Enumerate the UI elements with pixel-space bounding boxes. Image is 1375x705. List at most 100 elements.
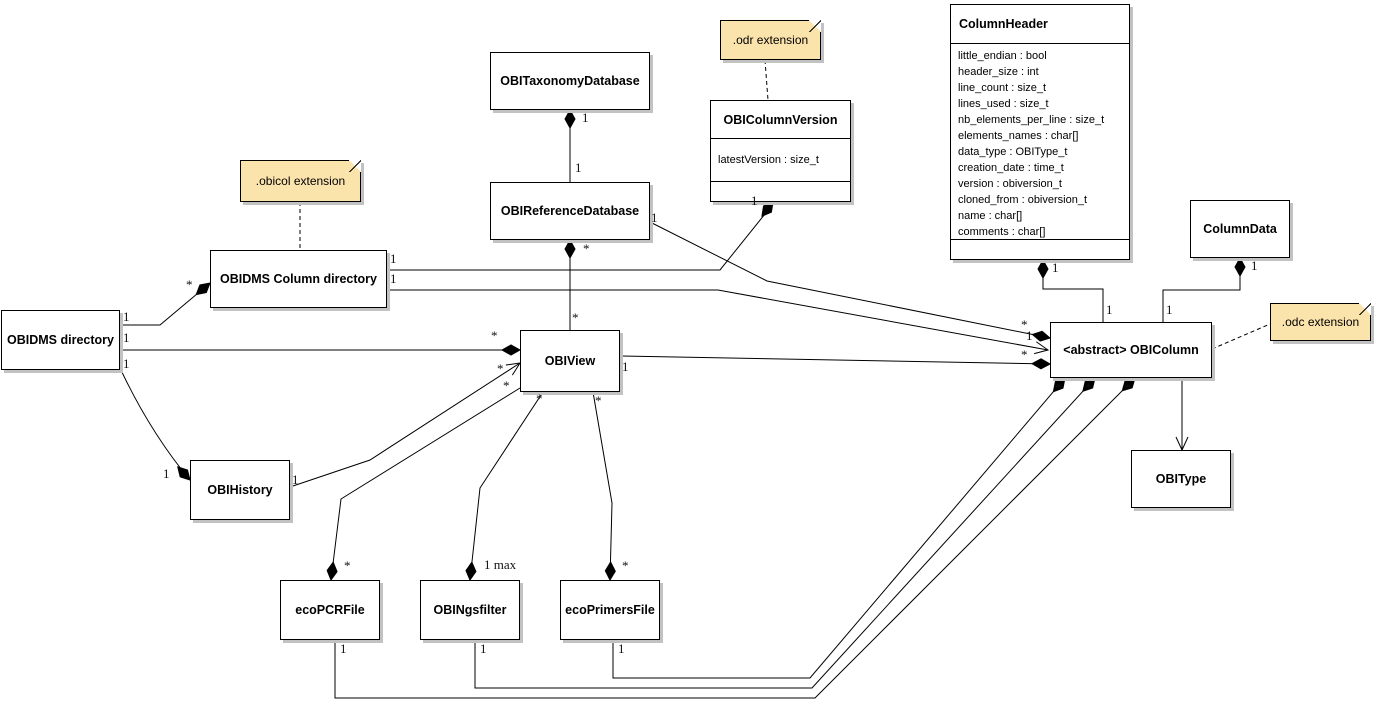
multiplicity-label: * — [344, 558, 351, 573]
attribute: lines_used : size_t — [958, 98, 1049, 110]
class-title: <abstract> OBIColumn — [1063, 343, 1199, 357]
multiplicity-label: 1 — [163, 466, 170, 481]
class-title: OBIColumnVersion — [723, 112, 838, 127]
multiplicity-label: * — [491, 328, 498, 343]
note-text: .odr extension — [732, 33, 809, 47]
multiplicity-label: * — [595, 393, 602, 408]
multiplicity-label: 1 — [390, 251, 397, 266]
class-obidms-directory[interactable]: OBIDMS directory — [1, 310, 120, 370]
class-title: OBIDMS Column directory — [220, 272, 377, 286]
class-title: OBIHistory — [207, 483, 273, 497]
class-obiview[interactable]: OBIView — [520, 330, 620, 392]
edge-ngsfilter-column — [474, 377, 1096, 689]
attribute: header_size : int — [958, 66, 1039, 78]
multiplicity-label: * — [497, 361, 504, 376]
class-obitype[interactable]: OBIType — [1131, 450, 1231, 508]
multiplicity-label: * — [1055, 380, 1062, 395]
class-obitaxonomydatabase[interactable]: OBITaxonomyDatabase — [490, 52, 650, 110]
class-obicolumnversion[interactable]: OBIColumnVersion latestVersion : size_t — [710, 100, 851, 202]
edge-view-ngsfilter — [469, 391, 544, 581]
multiplicity-label: 1 — [618, 641, 625, 656]
note-odc-extension[interactable]: .odc extension — [1270, 303, 1371, 341]
note-text: .obicol extension — [255, 174, 346, 188]
edge-dms-columndirectory — [120, 282, 211, 326]
edge-ecoprimers-column — [612, 377, 1066, 679]
multiplicity-label: * — [1021, 317, 1028, 332]
edge-ecopcr-column — [334, 377, 1136, 699]
multiplicity-label: 1 — [1106, 302, 1113, 317]
multiplicity-label: 1 — [123, 330, 130, 345]
multiplicity-label: * — [1085, 380, 1092, 395]
class-title: OBIView — [544, 354, 596, 368]
attribute: comments : char[] — [958, 226, 1046, 238]
multiplicity-label: 1 — [480, 641, 487, 656]
note-fold-line — [1359, 303, 1371, 315]
class-obireferencedatabase[interactable]: OBIReferenceDatabase — [490, 182, 650, 240]
class-title: OBIReferenceDatabase — [500, 204, 640, 218]
class-ecopcrfile[interactable]: ecoPCRFile — [280, 580, 380, 640]
class-columnheader[interactable]: ColumnHeader little_endian : bool header… — [950, 4, 1130, 260]
edge-dms-history — [119, 367, 191, 481]
edge-columnheader-column — [1042, 276, 1104, 322]
multiplicity-label: 1 — [340, 641, 347, 656]
class-title: OBIDMS directory — [7, 333, 114, 347]
note-fold-line — [809, 20, 821, 32]
edge-columnversion-columndirectory — [387, 203, 774, 271]
class-title: ecoPCRFile — [295, 603, 365, 617]
edge-view-ecopcr — [330, 387, 521, 581]
edge-history-view — [289, 362, 522, 488]
multiplicity-label: 1 — [1251, 258, 1258, 273]
multiplicity-label: 1 max — [484, 557, 517, 572]
class-title: ecoPrimersFile — [565, 603, 655, 617]
attribute: latestVersion : size_t — [718, 154, 819, 166]
multiplicity-label: 1 — [575, 160, 582, 175]
class-title: OBITaxonomyDatabase — [500, 74, 640, 88]
class-title: OBIType — [1155, 472, 1207, 486]
multiplicity-label: 1 — [292, 472, 299, 487]
attribute: nb_elements_per_line : size_t — [958, 114, 1105, 126]
multiplicity-label: 1 — [751, 193, 758, 208]
multiplicity-label: 1 — [651, 210, 658, 225]
multiplicity-label: 1 — [1052, 260, 1059, 275]
edge-reference-column — [649, 221, 1051, 339]
class-title: ColumnHeader — [959, 17, 1048, 31]
edge-column-type — [1175, 378, 1189, 452]
multiplicity-label: * — [622, 558, 629, 573]
class-obidms-column-directory[interactable]: OBIDMS Column directory — [210, 250, 387, 308]
note-odr-extension[interactable]: .odr extension — [720, 20, 821, 60]
multiplicity-label: 1 — [622, 359, 629, 374]
multiplicity-label: * — [1124, 380, 1131, 395]
multiplicity-label: * — [572, 310, 579, 325]
multiplicity-label: * — [536, 391, 543, 406]
class-title: OBINgsfilter — [433, 603, 507, 617]
note-text: .odc extension — [1281, 315, 1360, 329]
class-obingsfilter[interactable]: OBINgsfilter — [420, 580, 520, 640]
edge-view-column — [619, 355, 1051, 365]
edge-columndirectory-column — [387, 289, 1050, 355]
multiplicity-label: * — [583, 241, 590, 256]
edge-view-ecoprimers — [592, 391, 613, 581]
attribute: creation_date : time_t — [958, 162, 1064, 174]
multiplicity-label: * — [186, 277, 193, 292]
attribute: little_endian : bool — [958, 50, 1047, 62]
class-obihistory[interactable]: OBIHistory — [190, 460, 290, 520]
attribute: version : obiversion_t — [958, 178, 1062, 190]
class-obicolumn[interactable]: <abstract> OBIColumn — [1050, 322, 1212, 378]
class-ecoprimersfile[interactable]: ecoPrimersFile — [560, 580, 660, 640]
attribute: name : char[] — [958, 210, 1023, 222]
multiplicity-label: 1 — [390, 271, 397, 286]
attribute: line_count : size_t — [958, 82, 1047, 94]
multiplicity-label: 1 — [582, 110, 589, 125]
attribute: data_type : OBIType_t — [958, 146, 1068, 158]
multiplicity-label: 1 — [123, 309, 130, 324]
attribute: cloned_from : obiversion_t — [958, 194, 1088, 206]
class-title: ColumnData — [1203, 222, 1277, 236]
multiplicity-label: 1 — [123, 356, 130, 371]
note-obicol-extension[interactable]: .obicol extension — [240, 160, 361, 202]
attribute: elements_names : char[] — [958, 130, 1079, 142]
multiplicity-label: * — [503, 378, 510, 393]
class-columndata[interactable]: ColumnData — [1190, 200, 1290, 258]
multiplicity-label: 1 — [1166, 302, 1173, 317]
note-fold-line — [349, 160, 361, 172]
